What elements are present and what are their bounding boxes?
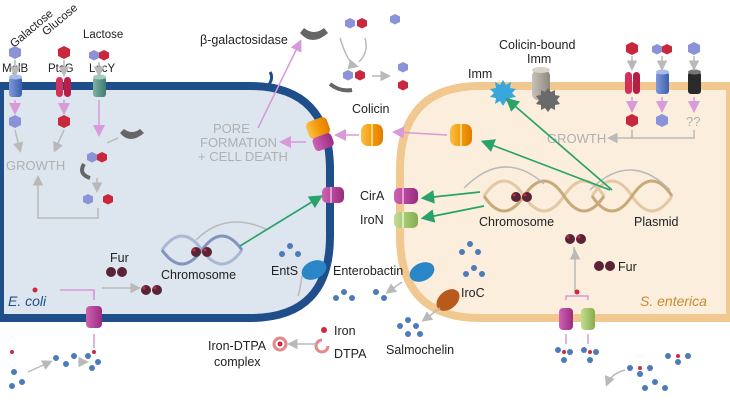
galactose-molecule bbox=[83, 194, 93, 205]
iron-dtpa-complex bbox=[272, 336, 288, 352]
lactose-molecule bbox=[652, 44, 672, 55]
cira-label: CirA bbox=[360, 189, 385, 203]
ents-transporter-senterica bbox=[409, 262, 435, 282]
lactose-molecule bbox=[87, 152, 107, 163]
colicin-bound-label-1: Colicin-bound bbox=[499, 38, 575, 52]
colicin-bound-imm bbox=[532, 67, 560, 112]
glucose-molecule bbox=[58, 46, 70, 59]
growth-left-label: GROWTH bbox=[6, 158, 65, 173]
iron-receptor bbox=[394, 212, 418, 228]
lactose-molecule bbox=[343, 70, 365, 81]
ptsg-transporter bbox=[56, 77, 71, 97]
galactose-molecule bbox=[656, 114, 668, 127]
colicin-protein bbox=[361, 124, 383, 146]
beta-gal-label: β-galactosidase bbox=[200, 33, 288, 47]
cira-receptor-ecoli bbox=[322, 187, 344, 203]
glucose-molecule bbox=[58, 115, 70, 128]
siderophore-cluster bbox=[9, 353, 101, 389]
ecoli-label: E. coli bbox=[8, 293, 47, 309]
lacy-transporter bbox=[93, 74, 106, 97]
pore-label-2: FORMATION bbox=[200, 135, 277, 150]
fur-iron-left bbox=[141, 285, 162, 295]
lactose-label: Lactose bbox=[83, 29, 123, 41]
growth-right-label: GROWTH bbox=[547, 131, 606, 146]
iron-dtpa-label-1: Iron-DTPA bbox=[208, 339, 267, 353]
iron-legend-label: Iron bbox=[334, 324, 356, 338]
galactose-molecule bbox=[390, 14, 400, 25]
ecoli-membrane-hook bbox=[266, 71, 274, 87]
chromosome-right-label: Chromosome bbox=[479, 215, 554, 229]
unknown-transporter bbox=[688, 69, 701, 94]
galactose-molecule bbox=[398, 62, 408, 73]
beta-gal-enzyme bbox=[300, 28, 328, 40]
colicin-label: Colicin bbox=[352, 102, 390, 116]
iroc-label: IroC bbox=[461, 286, 485, 300]
iron-label: IroN bbox=[360, 213, 384, 227]
colicin-pore bbox=[305, 117, 334, 151]
senterica-cell bbox=[396, 82, 730, 322]
cira-receptor bbox=[394, 188, 418, 204]
senterica-label: S. enterica bbox=[640, 293, 707, 309]
glucose-molecule bbox=[626, 42, 638, 55]
pore-label-3: + CELL DEATH bbox=[198, 149, 288, 164]
galactose-molecule bbox=[9, 115, 21, 128]
fur-left bbox=[106, 267, 127, 277]
senterica-bottom-receptors bbox=[559, 289, 595, 330]
beta-gal-enzyme bbox=[120, 129, 144, 139]
galactose-molecule bbox=[688, 42, 700, 55]
iron-legend-dot bbox=[321, 327, 327, 333]
dtpa-label: DTPA bbox=[334, 347, 367, 361]
salmochelin-cluster bbox=[459, 241, 485, 277]
imm-label: Imm bbox=[468, 67, 492, 81]
colicin-export bbox=[450, 124, 472, 146]
ptsg-transporter-senterica bbox=[625, 72, 640, 94]
fur-right-label: Fur bbox=[618, 260, 637, 274]
glucose-molecule bbox=[398, 80, 408, 91]
siderophore-cluster bbox=[555, 347, 691, 391]
plasmid-label: Plasmid bbox=[634, 215, 679, 229]
iron-dtpa-label-2: complex bbox=[214, 355, 261, 369]
lactose-molecule bbox=[89, 50, 109, 61]
unknown-label: ?? bbox=[686, 114, 700, 129]
ents-transporter bbox=[301, 260, 327, 280]
chromosome-left-label: Chromosome bbox=[161, 268, 236, 282]
glucose-molecule bbox=[626, 114, 638, 127]
iroc-transporter bbox=[436, 289, 460, 311]
mglb-transporter-senterica bbox=[656, 69, 669, 94]
pore-label-1: PORE bbox=[213, 121, 250, 136]
dtpa-legend-symbol bbox=[314, 338, 330, 354]
senterica-chromosome bbox=[463, 166, 606, 213]
ptsg-label: PtsG bbox=[48, 63, 74, 75]
galactose-molecule bbox=[9, 46, 21, 59]
ecoli-chromosome bbox=[160, 221, 269, 266]
fur-right bbox=[594, 261, 615, 271]
ecoli-cell bbox=[0, 82, 334, 322]
salmochelin-molecule bbox=[397, 317, 423, 337]
enterobactin-label: Enterobactin bbox=[333, 264, 403, 278]
mglb-transporter bbox=[9, 74, 22, 97]
enterobactin-molecule bbox=[279, 243, 387, 301]
lacy-label: LacY bbox=[89, 63, 116, 75]
glucose-molecule bbox=[103, 194, 113, 205]
salmochelin-label: Salmochelin bbox=[386, 343, 454, 357]
fur-left-label: Fur bbox=[110, 251, 129, 265]
colicin-bound-label-2: Imm bbox=[527, 52, 551, 66]
lactose-molecule bbox=[345, 18, 367, 29]
ents-label: EntS bbox=[271, 264, 298, 278]
